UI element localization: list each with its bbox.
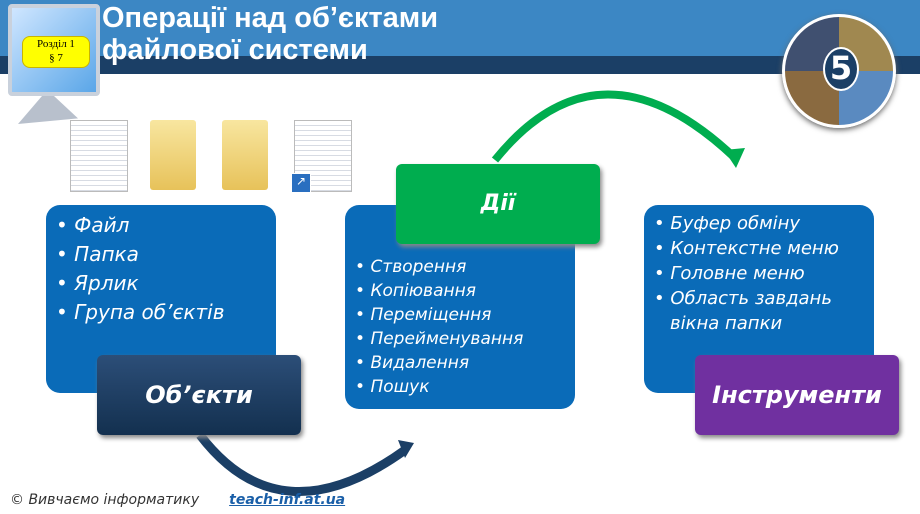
section-badge: Розділ 1§ 7	[22, 36, 90, 68]
folder-icon	[150, 120, 196, 190]
header-band	[0, 0, 920, 56]
green-arrowhead	[724, 148, 745, 168]
green-arrow	[491, 90, 738, 163]
navy-arrowhead	[398, 440, 414, 458]
objects-label: Об’єкти	[97, 355, 301, 435]
folder-open-icon	[222, 120, 268, 190]
site-link[interactable]: teach-inf.at.ua	[229, 492, 346, 508]
shortcut-icon: ↗	[291, 120, 352, 193]
copyright: © Вивчаємо інформатику	[10, 492, 200, 508]
document-icon	[70, 120, 128, 192]
grade-logo: 5	[782, 14, 896, 128]
footer: © Вивчаємо інформатику teach-inf.at.ua	[10, 492, 345, 508]
tools-label: Інструменти	[695, 355, 899, 435]
header-band-dark	[0, 56, 920, 74]
actions-label: Дії	[396, 164, 600, 244]
navy-arrow	[196, 432, 408, 497]
